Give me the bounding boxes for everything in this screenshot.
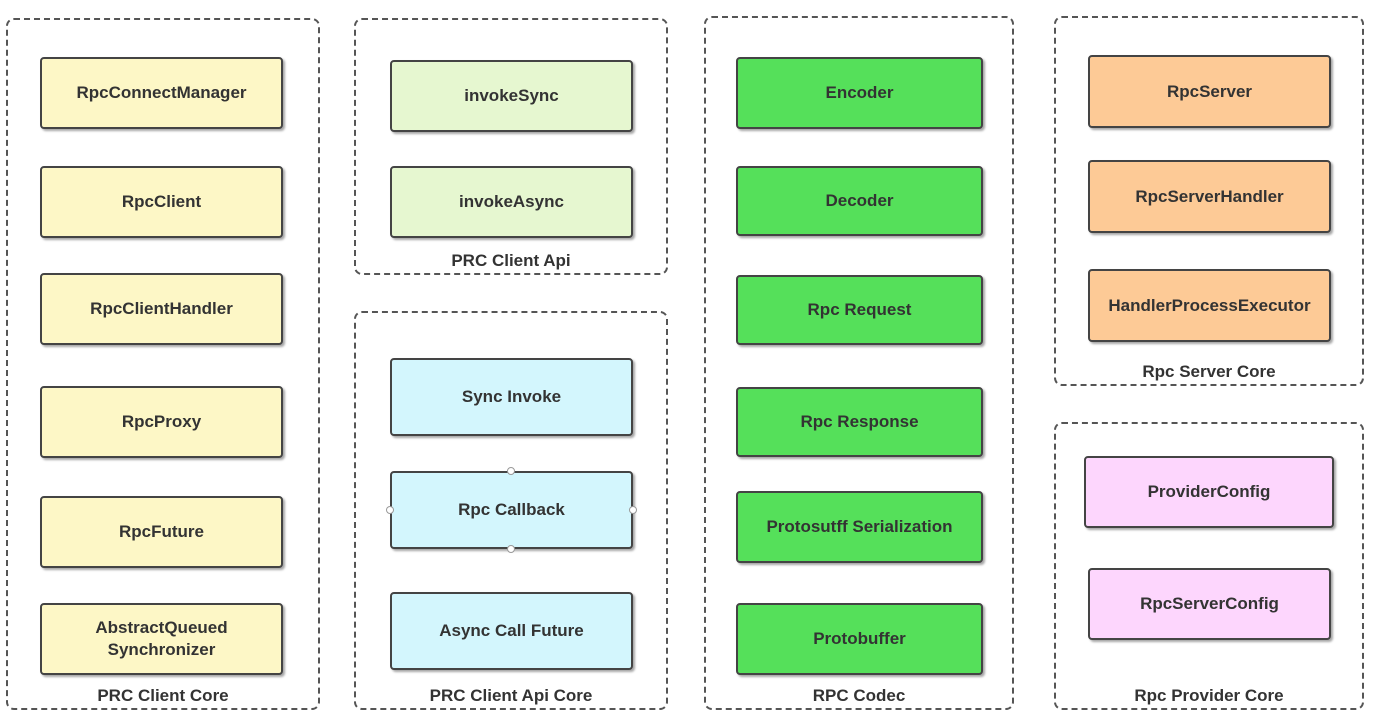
node-invoke-sync[interactable]: invokeSync	[390, 60, 633, 132]
group-rpc-provider-core: Rpc Provider Core	[1054, 422, 1364, 710]
selection-handle[interactable]	[386, 506, 394, 514]
group-client-core: PRC Client Core	[6, 18, 320, 710]
node-rpc-connect-manager[interactable]: RpcConnectManager	[40, 57, 283, 129]
node-handler-process-executor[interactable]: HandlerProcessExecutor	[1088, 269, 1331, 342]
node-rpc-request[interactable]: Rpc Request	[736, 275, 983, 345]
selection-handle[interactable]	[507, 545, 515, 553]
group-rpc-codec: RPC Codec	[704, 16, 1014, 710]
group-client-api: PRC Client Api	[354, 18, 668, 275]
selection-handle[interactable]	[629, 506, 637, 514]
group-label: Rpc Provider Core	[1134, 686, 1284, 705]
node-decoder[interactable]: Decoder	[736, 166, 983, 236]
group-label: PRC Client Core	[97, 686, 229, 705]
node-rpc-client[interactable]: RpcClient	[40, 166, 283, 238]
node-abstract-queued-synchronizer[interactable]: AbstractQueued Synchronizer	[40, 603, 283, 675]
group-label: PRC Client Api Core	[429, 686, 593, 705]
group-label: PRC Client Api	[451, 251, 571, 270]
node-invoke-async[interactable]: invokeAsync	[390, 166, 633, 238]
node-async-call-future[interactable]: Async Call Future	[390, 592, 633, 670]
selection-handle[interactable]	[507, 467, 515, 475]
node-rpc-server-handler[interactable]: RpcServerHandler	[1088, 160, 1331, 233]
node-encoder[interactable]: Encoder	[736, 57, 983, 129]
node-rpc-server-config[interactable]: RpcServerConfig	[1088, 568, 1331, 640]
node-provider-config[interactable]: ProviderConfig	[1084, 456, 1334, 528]
group-label: Rpc Server Core	[1142, 362, 1276, 381]
node-rpc-response[interactable]: Rpc Response	[736, 387, 983, 457]
node-rpc-proxy[interactable]: RpcProxy	[40, 386, 283, 458]
node-rpc-client-handler[interactable]: RpcClientHandler	[40, 273, 283, 345]
node-rpc-future[interactable]: RpcFuture	[40, 496, 283, 568]
node-protobuffer[interactable]: Protobuffer	[736, 603, 983, 675]
node-rpc-callback[interactable]: Rpc Callback	[390, 471, 633, 549]
group-client-api-core: PRC Client Api Core	[354, 311, 668, 710]
node-sync-invoke[interactable]: Sync Invoke	[390, 358, 633, 436]
group-rpc-server-core: Rpc Server Core	[1054, 16, 1364, 386]
node-protostuff-serialization[interactable]: Protosutff Serialization	[736, 491, 983, 563]
node-rpc-server[interactable]: RpcServer	[1088, 55, 1331, 128]
group-label: RPC Codec	[812, 686, 906, 705]
